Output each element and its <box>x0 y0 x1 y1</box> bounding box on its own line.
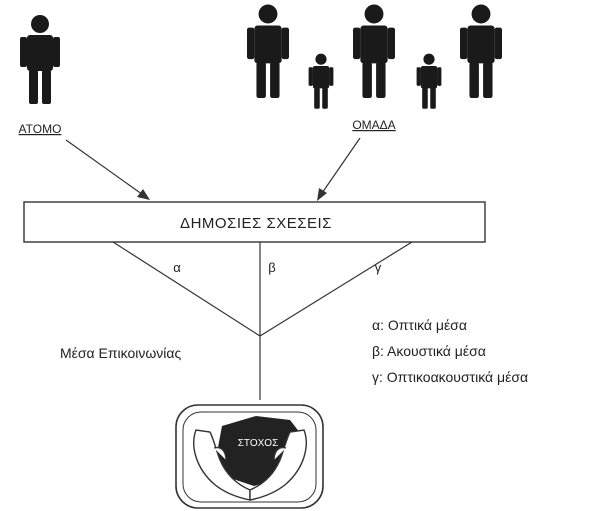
individual-label: ΑΤΟΜΟ <box>19 122 62 136</box>
legend-item-a: α: Οπτικά μέσα <box>372 317 467 333</box>
media-branch-lines <box>113 242 412 400</box>
group-people-icon <box>247 5 502 109</box>
branch-b-label: β <box>268 260 275 275</box>
individual-person-icon <box>20 15 60 104</box>
individual-arrow <box>66 140 150 200</box>
group-label: ΟΜΑΔΑ <box>352 118 395 132</box>
legend-item-c: γ: Οπτικοακουστικά μέσα <box>372 369 528 385</box>
target-label: ΣΤΟΧΟΣ <box>238 438 279 449</box>
target-hands-icon <box>176 405 323 508</box>
legend-item-b: β: Ακουστικά μέσα <box>372 343 486 359</box>
media-label: Μέσα Επικοινωνίας <box>60 345 181 361</box>
public-relations-title: ΔΗΜΟΣΙΕΣ ΣΧΕΣΕΙΣ <box>180 215 332 232</box>
branch-a-label: α <box>173 260 181 275</box>
group-arrow <box>317 138 360 201</box>
branch-c-label: γ <box>375 260 382 275</box>
